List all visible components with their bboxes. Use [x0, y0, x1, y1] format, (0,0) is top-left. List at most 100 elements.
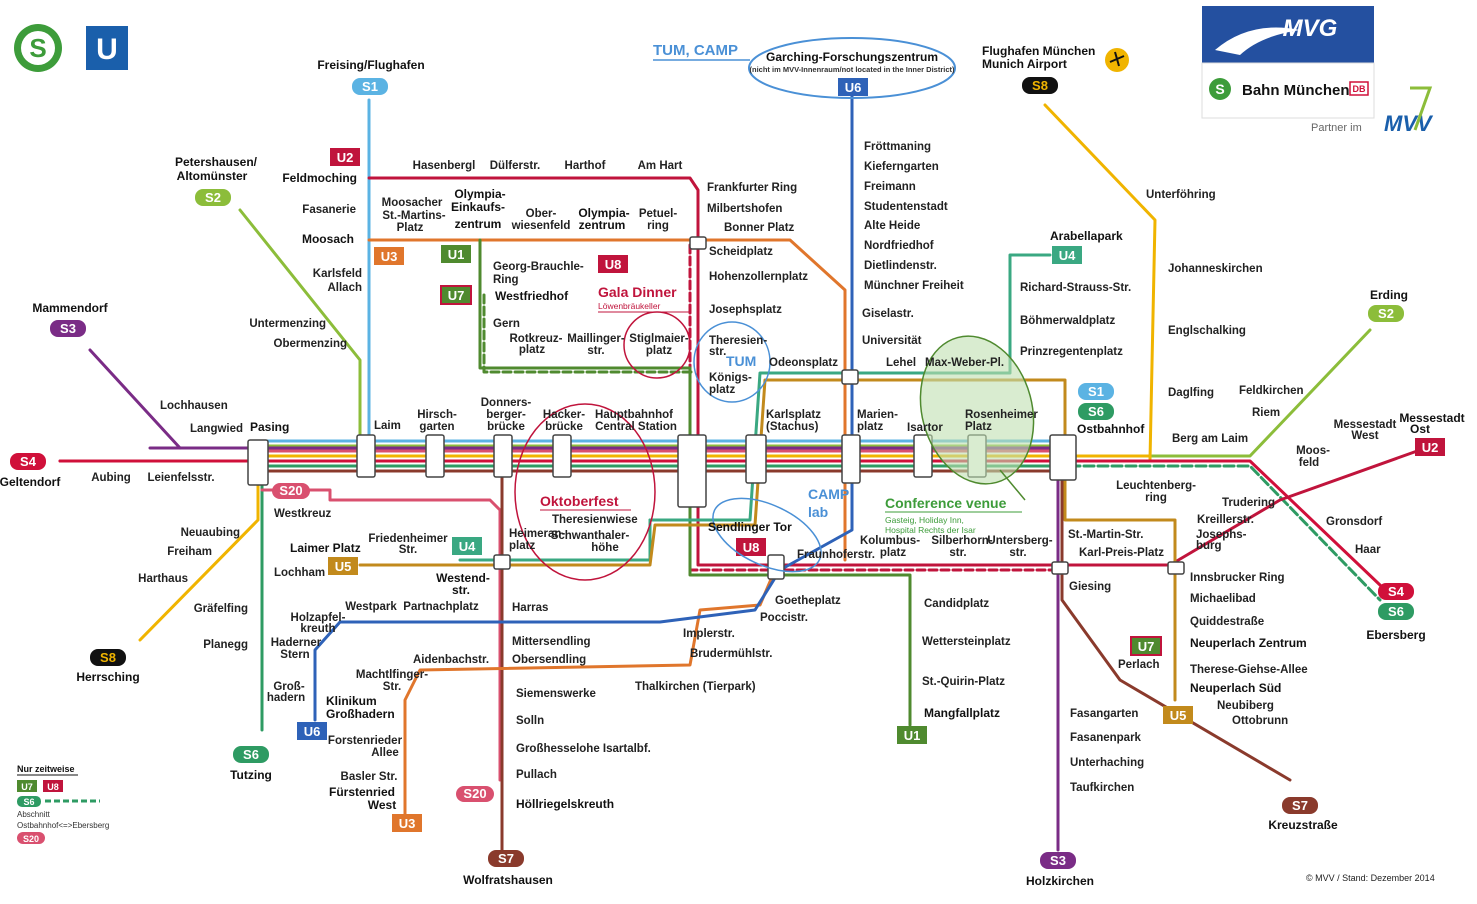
st-laim: Laim	[374, 420, 401, 432]
oktoberfest-label: Oktoberfest	[540, 493, 619, 509]
st-fuerstenried-1: Fürstenried	[329, 785, 395, 799]
st-odeonsplatz: Odeonsplatz	[769, 357, 838, 369]
badge-u1-s-text: U1	[904, 728, 921, 743]
st-machtlfinger-2: Str.	[383, 681, 402, 693]
st-klinikum-2: Großhadern	[326, 707, 395, 721]
st-gronsdorf: Gronsdorf	[1326, 516, 1382, 528]
st-oberwiesenfeld-1: Ober-	[526, 208, 557, 220]
st-nordfriedhof: Nordfriedhof	[864, 240, 934, 252]
st-hoellriegelskreuth: Höllriegelskreuth	[516, 797, 614, 811]
st-holzapfelkreuth-2: kreuth	[300, 623, 335, 635]
line-s8-ne	[1043, 103, 1157, 462]
st-westend-2: str.	[452, 583, 470, 597]
st-feldkirchen: Feldkirchen	[1239, 385, 1304, 397]
st-schwanthaler-1: Schwanthaler-	[551, 530, 630, 542]
badge-s2-e-text: S2	[1378, 306, 1394, 321]
st-moosfeld-2: feld	[1299, 457, 1319, 469]
badge-u7-e	[1130, 636, 1162, 656]
st-stiglmaier-2: platz	[646, 345, 672, 357]
st-kieferngarten: Kieferngarten	[864, 161, 939, 173]
st-fasanerie: Fasanerie	[302, 204, 356, 216]
badge-s4-e-text: S4	[1388, 584, 1405, 599]
mvv-logo: MVV	[1384, 111, 1434, 136]
legend-note1: Abschnitt	[17, 810, 51, 819]
terminus-ebersberg: Ebersberg	[1366, 628, 1425, 642]
st-maillinger-2: str.	[587, 345, 604, 357]
st-theresegiehse: Therese-Giehse-Allee	[1190, 664, 1308, 676]
st-moosfeld-1: Moos-	[1296, 445, 1330, 457]
garching-ellipse	[748, 37, 956, 99]
station-box-marienplatz	[841, 434, 861, 484]
station-box-isartor	[913, 434, 933, 478]
badge-u4-n-text: U4	[1059, 248, 1076, 263]
badge-s20-n-text: S20	[279, 483, 302, 498]
st-westend-1: Westend-	[436, 571, 490, 585]
st-untersberg-1: Untersberg-	[987, 535, 1052, 547]
tumcamp-label: TUM, CAMP	[653, 42, 738, 59]
st-isartor: Isartor	[907, 422, 943, 434]
st-hohenzollernplatz: Hohenzollernplatz	[709, 271, 808, 283]
st-theresienstr-1: Theresien-	[709, 335, 767, 347]
st-frankfurterring: Frankfurter Ring	[707, 182, 797, 194]
st-neuperlachsued: Neuperlach Süd	[1190, 681, 1281, 695]
badge-u3-n-text: U3	[381, 249, 398, 264]
st-stquirin: St.-Quirin-Platz	[922, 676, 1005, 688]
st-unterfoehring: Unterföhring	[1146, 189, 1216, 201]
st-hacker-1: Hacker-	[543, 409, 585, 421]
badge-s6-sw	[233, 746, 269, 763]
badge-u4-w-text: U4	[459, 539, 476, 554]
badge-u6-s-text: U6	[304, 724, 321, 739]
st-bonnerplatz: Bonner Platz	[724, 222, 795, 234]
badge-s3-nw	[50, 320, 86, 337]
termini: Freising/Flughafen Petershausen/ Altomün…	[0, 44, 1426, 888]
badge-u1-s	[897, 726, 927, 744]
terminus-petershausen-2: Altomünster	[177, 169, 248, 183]
st-hbf-2: Central Station	[595, 421, 677, 433]
st-georgbrauchle-2: Ring	[493, 274, 519, 286]
st-richardstrauss: Richard-Strauss-Str.	[1020, 282, 1131, 294]
st-prinzregenten: Prinzregentenplatz	[1020, 346, 1123, 358]
st-rosenheimer-1: Rosenheimer	[965, 409, 1038, 421]
line-s7-se	[1060, 478, 1292, 782]
st-arabellapark: Arabellapark	[1050, 229, 1123, 243]
tum-label: TUM	[726, 353, 756, 369]
st-forstenried-2: Allee	[371, 747, 399, 759]
st-heimeran-2: platz	[509, 540, 535, 552]
st-moosacher-1: Moosacher	[382, 197, 443, 209]
st-haderner-1: Haderner	[271, 637, 322, 649]
st-riem: Riem	[1252, 407, 1280, 419]
st-haderner-2: Stern	[280, 649, 309, 661]
st-schwanthaler-2: höhe	[591, 542, 618, 554]
badge-u5-w-text: U5	[335, 559, 352, 574]
gala-circle	[623, 311, 691, 379]
st-klinikum-1: Klinikum	[326, 694, 377, 708]
legend-s20: S20	[23, 834, 39, 844]
st-goetheplatz: Goetheplatz	[775, 595, 841, 607]
st-grosshesselohe: Großhesselohe Isartalbf.	[516, 743, 651, 755]
badge-u7-n-text: U7	[448, 288, 465, 303]
st-grosshadern-2: hadern	[267, 692, 305, 704]
st-stmartinstr: St.-Martin-Str.	[1068, 529, 1143, 541]
st-fuerstenried-2: West	[368, 798, 396, 812]
st-kolumbus-1: Kolumbus-	[860, 535, 920, 547]
line-u4	[648, 253, 1052, 522]
st-oez-2: Einkaufs-	[451, 200, 505, 214]
st-obermenzing: Obermenzing	[274, 338, 347, 350]
st-machtlfinger-1: Machtlfinger-	[356, 669, 428, 681]
badge-u5-e	[1163, 706, 1193, 724]
st-josephsburg-2: burg	[1196, 540, 1222, 552]
badge-s4-w-text: S4	[20, 454, 37, 469]
st-freimann: Freimann	[864, 181, 916, 193]
st-westfriedhof: Westfriedhof	[495, 289, 569, 303]
sbahn-s-icon: S	[1215, 81, 1224, 97]
st-feldmoching: Feldmoching	[282, 171, 357, 185]
st-theresienstr-2: str.	[709, 346, 726, 358]
st-forstenried-1: Forstenrieder	[328, 735, 403, 747]
conference-ellipse	[919, 335, 1035, 485]
st-fasangarten: Fasangarten	[1070, 708, 1138, 720]
st-harthaus: Harthaus	[138, 573, 188, 585]
terminus-airport-1: Flughafen München	[982, 44, 1095, 58]
st-messeost-2: Ost	[1410, 422, 1430, 436]
st-gern: Gern	[493, 318, 520, 330]
